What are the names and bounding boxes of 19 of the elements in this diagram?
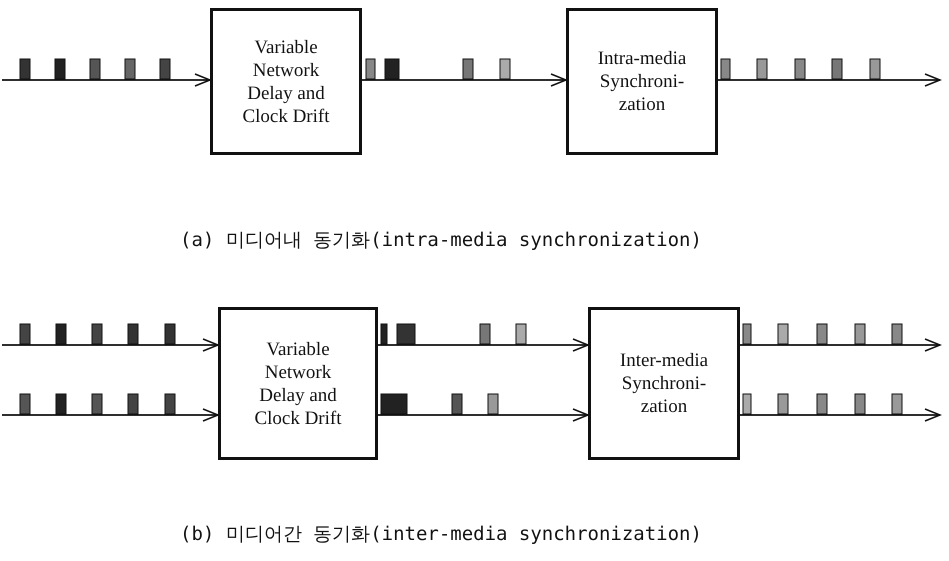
arrow — [740, 408, 941, 422]
arrow — [718, 73, 941, 87]
box-label: Variable Network Delay and Clock Drift — [241, 36, 331, 128]
process-box — [210, 8, 362, 155]
process-box — [588, 307, 740, 460]
arrow — [378, 408, 589, 422]
arrow — [740, 338, 941, 352]
arrow — [2, 338, 219, 352]
process-box — [566, 8, 718, 155]
box-label: Variable Network Delay and Clock Drift — [253, 338, 343, 430]
arrow — [2, 73, 211, 87]
arrow — [378, 338, 589, 352]
box-label: Inter-media Synchroni- zation — [618, 349, 710, 418]
figure-caption: (a) 미디어내 동기화(intra-media synchronization) — [180, 228, 702, 253]
box-label: Intra-media Synchroni- zation — [596, 47, 688, 116]
arrow — [362, 73, 567, 87]
process-box — [218, 307, 378, 460]
figure-caption: (b) 미디어간 동기화(inter-media synchronization) — [180, 522, 702, 547]
arrow — [2, 408, 219, 422]
